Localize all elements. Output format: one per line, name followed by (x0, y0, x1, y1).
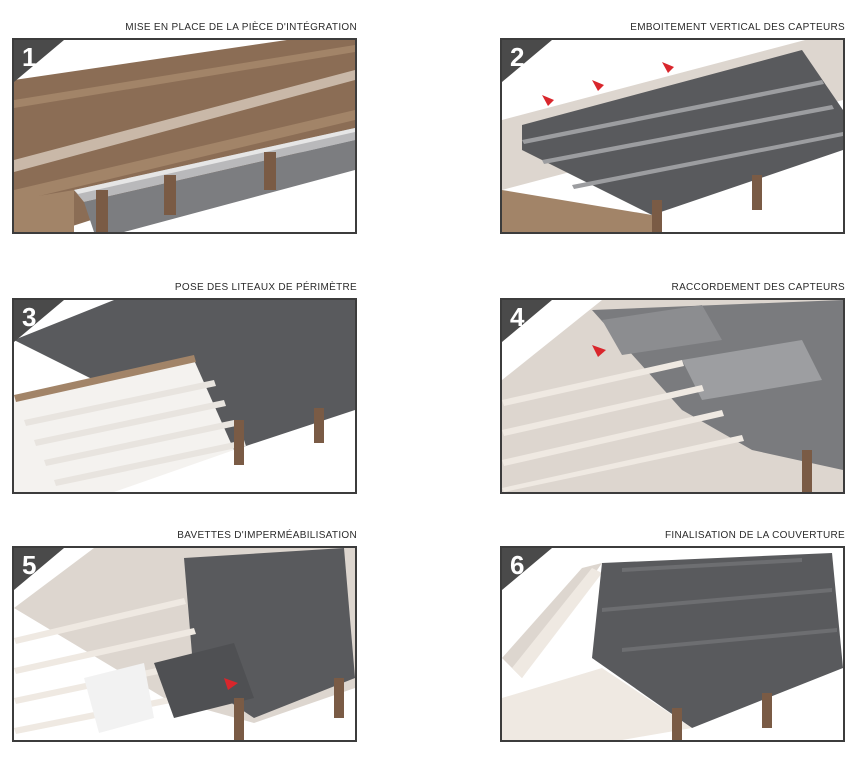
step-2-title: EMBOITEMENT VERTICAL DES CAPTEURS (630, 22, 845, 33)
step-6-title: FINALISATION DE LA COUVERTURE (664, 530, 845, 541)
step-5-number: 5 (22, 550, 37, 580)
step-4-badge (502, 300, 552, 342)
step-2-drawing (502, 40, 843, 232)
step-6-number: 6 (510, 550, 525, 580)
arrow-icon (592, 80, 604, 91)
step-6-illustration: 6 (500, 546, 845, 742)
step-1-drawing (14, 40, 355, 232)
step-3-title: POSE DES LITEAUX DE PÉRIMÈTRE (174, 282, 357, 293)
arrow-icon (662, 62, 674, 73)
step-5-title: BAVETTES D'IMPERMÉABILISATION (177, 530, 357, 541)
step-5-drawing (14, 548, 355, 740)
step-1-number: 1 (22, 42, 37, 72)
step-3-number: 3 (22, 302, 37, 332)
step-3-badge (14, 300, 64, 342)
step-4-illustration: 4 (500, 298, 845, 494)
step-1-title: MISE EN PLACE DE LA PIÈCE D'INTÉGRATION (125, 22, 357, 33)
step-1-badge (14, 40, 64, 82)
step-3-drawing (14, 300, 355, 492)
step-5-badge (14, 548, 64, 590)
step-4-number: 4 (510, 302, 525, 332)
arrow-icon (542, 95, 554, 106)
step-6-drawing (502, 548, 843, 740)
step-6-badge (502, 548, 552, 590)
step-3-illustration: 3 (12, 298, 357, 494)
arrow-icon (592, 345, 606, 357)
step-4-title: RACCORDEMENT DES CAPTEURS (671, 282, 845, 293)
step-1-illustration: 1 (12, 38, 357, 234)
arrow-icon (224, 678, 238, 690)
step-4-drawing (502, 300, 843, 492)
step-2-illustration: 2 (500, 38, 845, 234)
step-5-illustration: 5 (12, 546, 357, 742)
step-2-badge (502, 40, 552, 82)
step-2-number: 2 (510, 42, 525, 72)
